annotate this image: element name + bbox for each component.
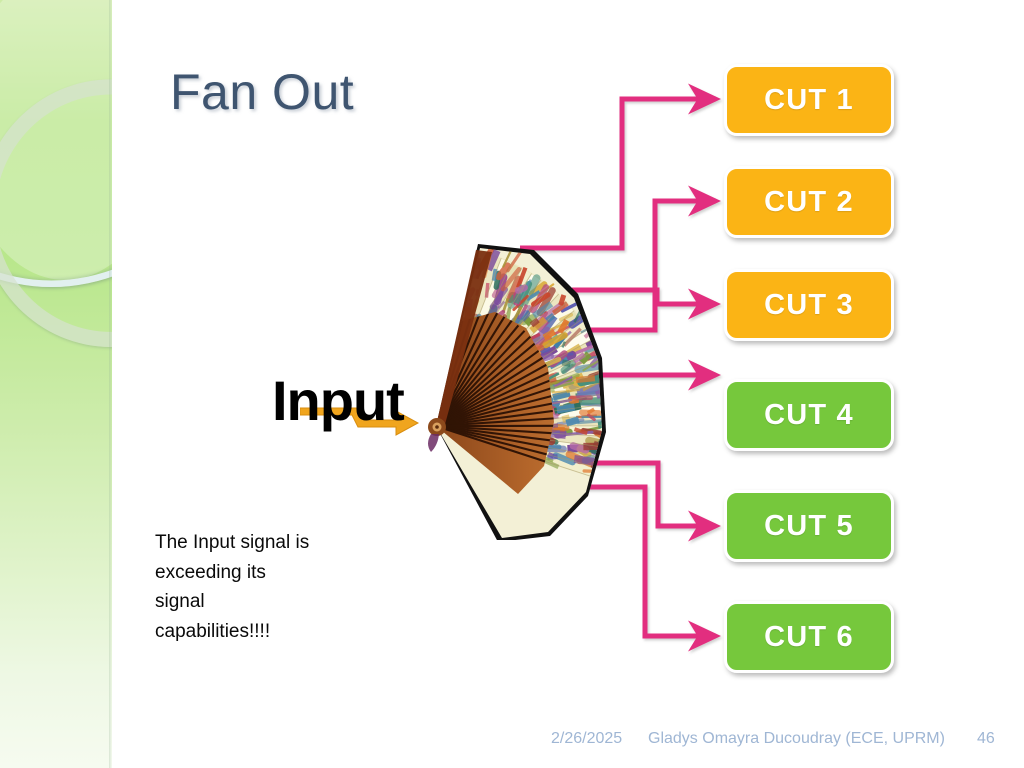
connector-to-cut-1 (520, 83, 722, 251)
output-box-cut-4[interactable]: CUT 4 (724, 379, 894, 451)
caption-line-2: exceeding its (155, 561, 266, 583)
connector-lines (520, 83, 722, 652)
output-box-label: CUT 4 (764, 398, 854, 431)
caption-line-3: signal (155, 591, 205, 613)
output-box-cut-6[interactable]: CUT 6 (724, 601, 894, 673)
connector-to-cut-3 (572, 287, 722, 320)
fan-guard-stick (436, 250, 492, 428)
hand-fan-image (428, 244, 606, 540)
page-title: Fan Out (170, 64, 355, 120)
caption-line-1: The Input signal is (155, 532, 310, 553)
footer-date: 2/26/2025 (551, 730, 623, 747)
connector-to-cut-2 (586, 185, 722, 333)
output-box-cut-5[interactable]: CUT 5 (724, 490, 894, 562)
footer-author: Gladys Omayra Ducoudray (ECE, UPRM) (648, 730, 945, 747)
output-box-cut-3[interactable]: CUT 3 (724, 269, 894, 341)
sidebar-edge-line (109, 0, 112, 768)
output-box-label: CUT 3 (764, 288, 854, 321)
footer-page-number: 46 (977, 730, 995, 747)
slide-footer: 2/26/2025 Gladys Omayra Ducoudray (ECE, … (0, 730, 1024, 756)
input-label: Input (272, 369, 405, 432)
output-box-label: CUT 5 (764, 509, 854, 542)
output-box-cut-2[interactable]: CUT 2 (724, 166, 894, 238)
caption-text: The Input signal is exceeding its signal… (155, 528, 385, 647)
connector-to-cut-5 (590, 460, 722, 542)
connector-to-cut-6 (564, 484, 722, 652)
output-box-label: CUT 2 (764, 185, 854, 218)
output-box-label: CUT 6 (764, 620, 854, 653)
output-box-label: CUT 1 (764, 83, 854, 116)
caption-line-4: capabilities!!!! (155, 620, 271, 642)
output-box-cut-1[interactable]: CUT 1 (724, 64, 894, 136)
slide-decoration-band (0, 0, 112, 768)
gold-right-arrow-icon (300, 407, 420, 436)
